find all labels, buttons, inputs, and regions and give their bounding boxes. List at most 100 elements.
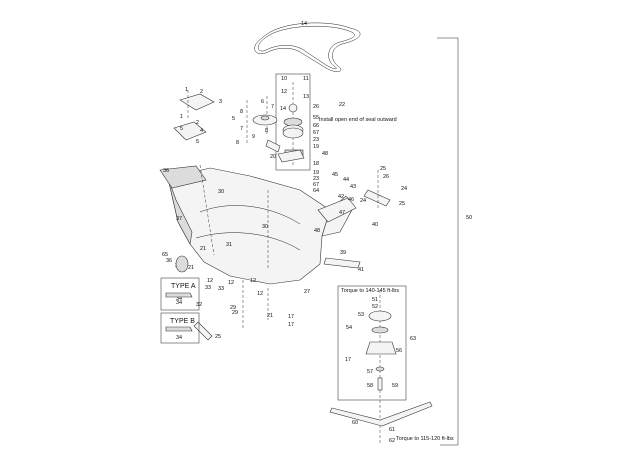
seal-install-note: Install open end of seal outward (319, 117, 397, 123)
callout: 55 (313, 115, 319, 121)
callout: 14 (280, 106, 286, 112)
callout: 29 (232, 310, 238, 316)
callout: 7 (240, 126, 243, 132)
callout: 21 (188, 265, 194, 271)
callout: 54 (346, 325, 352, 331)
callout: 12 (281, 89, 287, 95)
callout: 36 (166, 258, 172, 264)
callout: 48 (322, 151, 328, 157)
callout: 51 (372, 297, 378, 303)
callout: 30 (262, 224, 268, 230)
callout: 37 (176, 216, 182, 222)
callout: 48 (314, 228, 320, 234)
callout: 8 (240, 109, 243, 115)
callout: 18 (313, 161, 319, 167)
callout: 25 (380, 166, 386, 172)
callout: 8 (236, 140, 239, 146)
callout: 57 (367, 369, 373, 375)
callout: 52 (372, 304, 378, 310)
callout: 6 (261, 99, 264, 105)
callout: 39 (340, 250, 346, 256)
idler-cluster: 10 11 12 13 14 26 22 55 66 67 23 19 48 1… (275, 73, 397, 194)
callout: 33 (218, 286, 224, 292)
callout: 23 (313, 176, 319, 182)
callout: 46 (348, 197, 354, 203)
callout: 67 (313, 130, 319, 136)
callout: 21 (267, 313, 273, 319)
callout: 5 (180, 126, 183, 132)
callout: 17 (345, 357, 351, 363)
callout: 31 (226, 242, 232, 248)
blade-spindle-assembly: Torque to 140-145 ft-lbs 51 52 53 54 56 … (329, 285, 454, 445)
callout: 24 (401, 186, 407, 192)
callout: 66 (313, 123, 319, 129)
callout: 26 (383, 174, 389, 180)
lower-hardware: 12 34 32 33 29 12 21 17 17 25 (176, 278, 294, 341)
drive-belt: 14 (254, 21, 361, 72)
callout: 12 (228, 280, 234, 286)
callout: 5 (232, 116, 235, 122)
callout: 26 (313, 104, 319, 110)
deck-pulleys: 8 6 7 7 5 9 8 20 8 (232, 96, 304, 160)
callout: 20 (270, 154, 276, 160)
callout: 63 (410, 336, 416, 342)
callout: 12 (250, 278, 256, 284)
callout: 19 (313, 144, 319, 150)
callout: 61 (389, 427, 395, 433)
callout: 56 (396, 348, 402, 354)
callout: 3 (219, 99, 222, 105)
callout: 1 (185, 87, 188, 93)
callout: 40 (372, 222, 378, 228)
callout: 23 (313, 137, 319, 143)
mower-deck: 36 30 37 31 33 29 21 65 35 36 21 (159, 164, 355, 311)
callout: 9 (252, 134, 255, 140)
callout: 17 (288, 322, 294, 328)
callout: 17 (288, 314, 294, 320)
callout: 13 (303, 94, 309, 100)
callout: 2 (196, 120, 199, 126)
callout: 12 (207, 278, 213, 284)
callout: 4 (200, 128, 203, 134)
callout: 12 (257, 291, 263, 297)
callout: 7 (271, 104, 274, 110)
callout: 5 (196, 139, 199, 145)
callout: 67 (313, 182, 319, 188)
callout-kit-b: 34 (176, 335, 182, 341)
callout: 60 (352, 420, 358, 426)
type-b-kit: TYPE B 34 (160, 312, 200, 344)
deck-arm-right: 24 30 12 12 42 27 39 41 40 47 48 43 44 4… (207, 166, 407, 295)
torque-note-top: Torque to 140-145 ft-lbs (341, 288, 399, 294)
callout: 29 (230, 305, 236, 311)
callout: 30 (218, 189, 224, 195)
callout: 2 (200, 89, 203, 95)
callout: 33 (205, 285, 211, 291)
callout: 10 (281, 76, 287, 82)
type-b-label: TYPE B (170, 318, 195, 325)
callout: 34 (176, 296, 182, 302)
callout: 59 (392, 383, 398, 389)
type-a-kit: TYPE A 34 (160, 277, 200, 311)
callout: 44 (343, 177, 349, 183)
left-bracket-parts: 1 2 3 1 2 5 4 5 (173, 87, 222, 145)
callout-side-bracket: 50 (466, 215, 472, 221)
callout-kit-a: 34 (176, 300, 182, 306)
callout: 45 (332, 172, 338, 178)
callout: 22 (339, 102, 345, 108)
callout-belt: 14 (301, 21, 307, 27)
callout: 42 (338, 194, 344, 200)
callout: 25 (215, 334, 221, 340)
callout: 21 (200, 246, 206, 252)
callout: 36 (163, 168, 169, 174)
callout: 27 (304, 289, 310, 295)
type-a-label: TYPE A (171, 283, 196, 290)
side-bracket-line: 50 (437, 37, 472, 446)
callout: 8 (265, 128, 268, 134)
callout: 53 (358, 312, 364, 318)
callout: 65 (162, 252, 168, 258)
torque-note-bottom: Torque to 115-120 ft-lbs (396, 436, 454, 442)
callout: 58 (367, 383, 373, 389)
callout: 47 (339, 210, 345, 216)
callout: 19 (313, 170, 319, 176)
callout: 41 (358, 267, 364, 273)
